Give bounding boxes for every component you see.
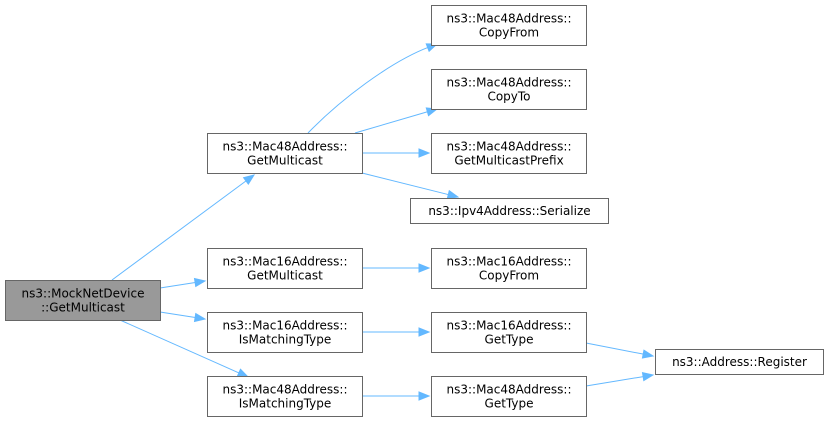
- node-label-line: GetMulticastPrefix: [454, 154, 563, 168]
- node-label-line: ns3::Mac48Address::: [222, 140, 347, 154]
- edge-root-to-m48_ismt: [119, 319, 250, 378]
- arrowhead-icon: [193, 277, 207, 288]
- node-box: [207, 133, 363, 174]
- node-label-line: ns3::Address::Register: [672, 355, 807, 369]
- edge-line: [307, 46, 429, 134]
- node-label-line: GetMulticast: [247, 269, 323, 283]
- edge-line: [585, 342, 645, 355]
- node-label-line: ns3::Mac48Address::: [446, 12, 571, 26]
- node-label-line: ns3::Ipv4Address::Serialize: [428, 204, 590, 218]
- node-label-line: ::GetMulticast: [41, 301, 125, 315]
- node-m48-getmc[interactable]: ns3::Mac48Address::GetMulticast: [207, 133, 363, 174]
- edge-line: [361, 172, 450, 196]
- node-label-line: ns3::MockNetDevice: [22, 287, 145, 301]
- edge-m48_getmc-to-ipv4_ser: [361, 172, 460, 200]
- node-label-line: ns3::Mac16Address::: [446, 255, 571, 269]
- edge-line: [354, 111, 429, 134]
- edge-root-to-m16_ismt: [159, 311, 207, 323]
- node-root[interactable]: ns3::MockNetDevice::GetMulticast: [5, 280, 161, 321]
- edge-m16_getmc-to-m16_copyfrom: [362, 263, 431, 273]
- node-m16-copyfrom[interactable]: ns3::Mac16Address::CopyFrom: [431, 248, 587, 289]
- arrowhead-icon: [418, 327, 431, 337]
- node-label-line: GetMulticast: [247, 154, 323, 168]
- node-box: [431, 248, 587, 289]
- arrowhead-icon: [193, 312, 207, 323]
- node-box: [207, 376, 363, 417]
- node-label-line: CopyFrom: [479, 269, 539, 283]
- node-label-line: IsMatchingType: [239, 397, 332, 411]
- node-box: [5, 280, 161, 321]
- node-label-line: CopyTo: [487, 90, 530, 104]
- edge-root-to-m48_getmc: [111, 174, 256, 281]
- node-label-line: ns3::Mac48Address::: [446, 383, 571, 397]
- node-m48-prefix[interactable]: ns3::Mac48Address::GetMulticastPrefix: [431, 133, 587, 174]
- node-label-line: ns3::Mac48Address::: [446, 76, 571, 90]
- arrowhead-icon: [641, 372, 655, 382]
- node-m48-gettype[interactable]: ns3::Mac48Address::GetType: [431, 376, 587, 417]
- node-box: [207, 312, 363, 353]
- edge-m48_getmc-to-m48_copyto: [354, 107, 439, 134]
- arrowhead-icon: [418, 391, 431, 401]
- arrowhead-icon: [242, 174, 256, 186]
- arrowhead-icon: [641, 349, 655, 359]
- node-box: [207, 248, 363, 289]
- edge-line: [585, 375, 645, 387]
- node-m48-copyto[interactable]: ns3::Mac48Address::CopyTo: [431, 69, 587, 110]
- node-label-line: ns3::Mac48Address::: [446, 140, 571, 154]
- node-label-line: CopyFrom: [479, 26, 539, 40]
- node-box: [655, 349, 824, 375]
- edge-line: [159, 311, 197, 319]
- node-m16-gettype[interactable]: ns3::Mac16Address::GetType: [431, 312, 587, 353]
- edge-line: [111, 179, 248, 281]
- node-label-line: ns3::Mac48Address::: [222, 383, 347, 397]
- arrowhead-icon: [418, 148, 431, 158]
- node-box: [431, 133, 587, 174]
- node-label-line: ns3::Mac16Address::: [222, 319, 347, 333]
- node-box: [431, 312, 587, 353]
- node-box: [431, 376, 587, 417]
- arrowhead-icon: [446, 189, 460, 200]
- node-label-line: IsMatchingType: [239, 333, 332, 347]
- edge-m16_ismt-to-m16_gettype: [362, 327, 431, 337]
- edge-m48_getmc-to-m48_copyfrom: [307, 43, 439, 134]
- node-label-line: GetType: [485, 397, 534, 411]
- node-label-line: ns3::Mac16Address::: [222, 255, 347, 269]
- nodes-layer: ns3::MockNetDevice::GetMulticastns3::Mac…: [5, 5, 824, 417]
- edge-m16_gettype-to-addr_reg: [585, 342, 655, 359]
- edge-m48_getmc-to-m48_prefix: [362, 148, 431, 158]
- node-addr-reg[interactable]: ns3::Address::Register: [655, 349, 824, 375]
- node-m16-getmc[interactable]: ns3::Mac16Address::GetMulticast: [207, 248, 363, 289]
- arrowhead-icon: [418, 263, 431, 273]
- node-label-line: ns3::Mac16Address::: [446, 319, 571, 333]
- node-m48-ismt[interactable]: ns3::Mac48Address::IsMatchingType: [207, 376, 363, 417]
- arrowhead-icon: [236, 368, 250, 378]
- edges-layer: [111, 43, 655, 401]
- node-box: [431, 69, 587, 110]
- node-ipv4-ser[interactable]: ns3::Ipv4Address::Serialize: [410, 198, 609, 224]
- node-m16-ismt[interactable]: ns3::Mac16Address::IsMatchingType: [207, 312, 363, 353]
- edge-root-to-m16_getmc: [159, 277, 207, 289]
- node-m48-copyfrom[interactable]: ns3::Mac48Address::CopyFrom: [431, 5, 587, 46]
- edge-line: [119, 319, 240, 374]
- edge-m48_ismt-to-m48_gettype: [362, 391, 431, 401]
- edge-m48_gettype-to-addr_reg: [585, 372, 655, 387]
- node-label-line: GetType: [485, 333, 534, 347]
- node-box: [410, 198, 609, 224]
- edge-line: [159, 281, 197, 289]
- node-box: [431, 5, 587, 46]
